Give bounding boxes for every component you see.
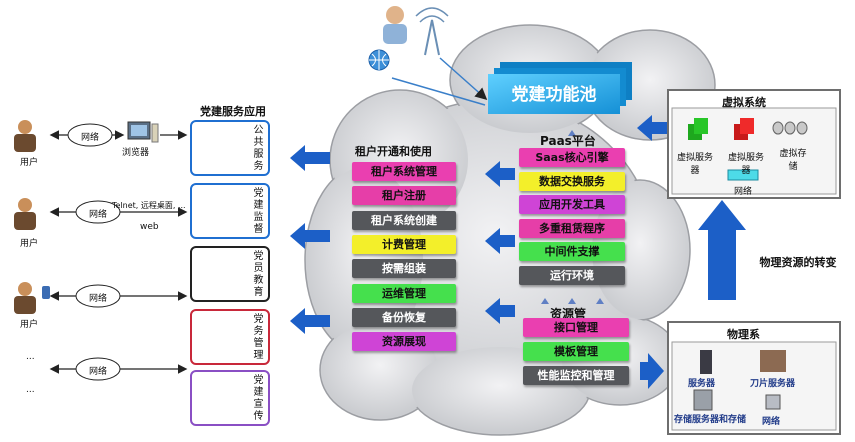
virtual-server-2: 虚拟服务器 [727, 153, 764, 176]
tenant-item-5: 运维管理 [352, 283, 456, 303]
virtual-server-1: 虚拟服务器 [676, 153, 713, 176]
physical-server: 服务器 [688, 379, 716, 389]
physical-panel [667, 321, 841, 435]
app-public-service-label: 公共服务 [253, 125, 264, 172]
app-affairs-label: 党务管理 [253, 314, 264, 361]
app-education[interactable]: 党员教育 [190, 246, 270, 302]
tenant-item-0: 租户系统管理 [352, 162, 456, 181]
browser-device-icon [127, 121, 159, 143]
tenant-item-7: 资源展现 [352, 332, 456, 352]
network-label-1: 网络 [81, 133, 100, 143]
tenant-item-3: 计费管理 [352, 234, 456, 254]
tenant-item-2: 租户系统创建 [352, 210, 456, 230]
function-pool-title: 党建功能池 [511, 85, 597, 105]
user-figures [14, 120, 50, 314]
paas-item-2: 应用开发工具 [519, 195, 625, 214]
app-supervision[interactable]: 党建监督 [190, 183, 270, 239]
resource-item-2: 性能监控和管理 [523, 366, 629, 385]
virtual-panel [667, 89, 841, 199]
virtual-network: 网络 [734, 187, 753, 197]
user-label-4: ... [26, 352, 35, 362]
browser-label: 浏览器 [122, 148, 150, 158]
virtual-storage: 虚拟存储 [779, 149, 807, 172]
resource-title: 资源管 [550, 307, 587, 321]
ellipsis-label: ... [26, 385, 35, 395]
paas-item-4: 中间件支撑 [519, 242, 625, 261]
network-label-3: 网络 [89, 294, 108, 304]
network-label-4: 网络 [89, 367, 108, 377]
tenant-item-1: 租户注册 [352, 186, 456, 206]
app-supervision-label: 党建监督 [253, 188, 264, 235]
resource-item-1: 模板管理 [523, 342, 629, 361]
tenant-item-6: 备份恢复 [352, 307, 456, 327]
transform-label: 物理资源的转变 [759, 256, 837, 269]
paas-item-3: 多重租赁程序 [519, 218, 625, 238]
app-public-service[interactable]: 公共服务 [190, 120, 270, 176]
app-publicity[interactable]: 党建宣传 [190, 370, 270, 426]
app-affairs[interactable]: 党务管理 [190, 309, 270, 365]
top-user-icon [368, 6, 488, 106]
apps-title: 党建服务应用 [200, 105, 266, 118]
paas-item-5: 运行环境 [519, 265, 625, 285]
web-label: web [140, 222, 159, 232]
tenant-item-4: 按需组装 [352, 259, 456, 279]
app-education-label: 党员教育 [253, 251, 264, 298]
small-clouds [67, 123, 121, 381]
user-label-2: 用户 [20, 239, 39, 249]
network-label-2: 网络 [89, 210, 108, 220]
small-up-arrows [541, 130, 604, 304]
access-methods-label: Telnet, 远程桌面, ... [112, 201, 186, 210]
app-publicity-label: 党建宣传 [253, 375, 264, 422]
user-label-3: 用户 [20, 320, 39, 330]
paas-item-1: 数据交换服务 [519, 171, 625, 191]
physical-storage: 存储服务器和存储 [674, 415, 747, 425]
virtual-title: 虚拟系统 [722, 96, 766, 109]
left-connectors [49, 130, 188, 374]
blue-arrows [290, 115, 746, 389]
paas-title: Paas平台 [540, 134, 596, 148]
function-pool-box [488, 62, 632, 114]
paas-item-0: Saas核心引擎 [519, 148, 625, 167]
physical-title: 物理系 [727, 328, 760, 341]
user-label-1: 用户 [20, 158, 39, 168]
resource-item-0: 接口管理 [523, 318, 629, 337]
physical-network: 网络 [762, 417, 781, 427]
tenant-title: 租户开通和使用 [355, 145, 432, 158]
physical-blade-server: 刀片服务器 [750, 379, 796, 389]
